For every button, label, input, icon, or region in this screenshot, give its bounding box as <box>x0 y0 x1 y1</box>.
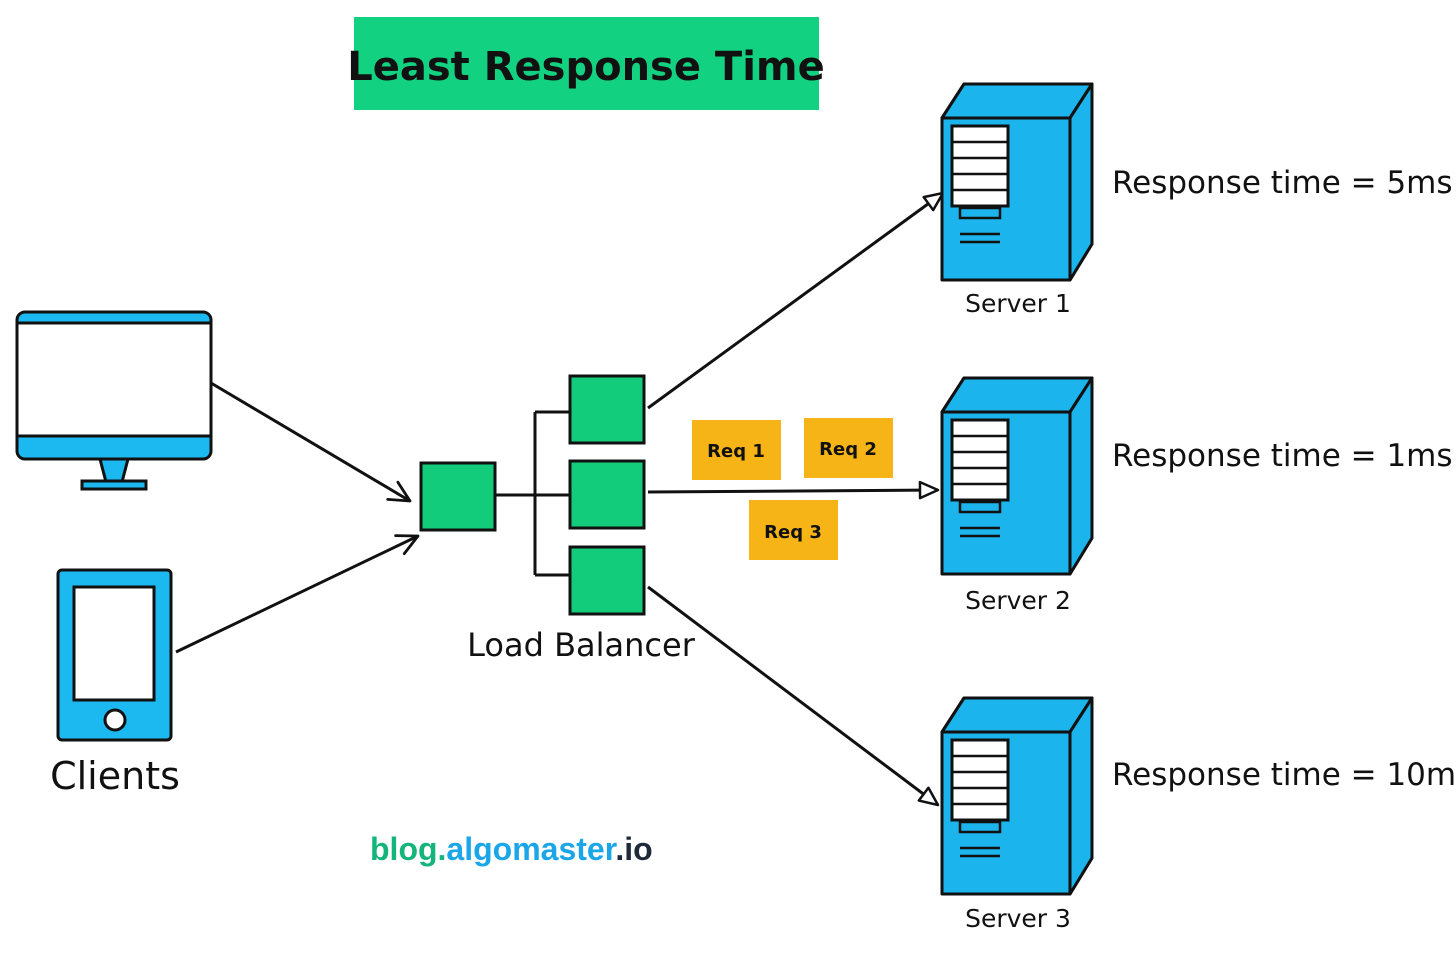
server-2 <box>940 376 1094 576</box>
svg-text:Req 2: Req 2 <box>819 439 877 460</box>
server-1 <box>940 82 1094 282</box>
clients-label: Clients <box>50 754 180 798</box>
server-1-response: Response time = 5ms <box>1112 165 1453 201</box>
lb-to-server1-arrow <box>647 191 945 410</box>
phone-to-lb-arrow <box>175 534 420 654</box>
server-2-label: Server 2 <box>965 586 1071 615</box>
monitor-icon <box>15 310 213 491</box>
watermark-part-1: blog. <box>370 831 446 867</box>
phone-icon <box>56 568 173 742</box>
watermark-part-2: algomaster <box>446 831 616 867</box>
request-badge-3: Req 3 <box>749 500 838 560</box>
request-badge-2: Req 2 <box>804 418 893 478</box>
server-3-response: Response time = 10ms <box>1112 757 1456 793</box>
lb-to-server2-arrow <box>647 480 940 500</box>
svg-text:Req 1: Req 1 <box>707 441 765 462</box>
load-balancer-label: Load Balancer <box>467 626 696 664</box>
lb-main-box <box>419 461 497 532</box>
load-balancer <box>419 374 646 616</box>
title-badge: Least Response Time <box>347 17 825 110</box>
server-1-label: Server 1 <box>965 289 1071 318</box>
monitor-to-lb-arrow <box>210 381 412 503</box>
diagram-title: Least Response Time <box>347 44 824 90</box>
lb-node-1 <box>568 374 646 445</box>
watermark-part-3: .io <box>615 831 652 867</box>
lb-node-2 <box>568 459 646 530</box>
server-3-label: Server 3 <box>965 904 1071 933</box>
watermark: blog.algomaster.io <box>370 831 653 867</box>
request-badge-1: Req 1 <box>692 420 781 480</box>
svg-text:Req 3: Req 3 <box>764 522 822 543</box>
lb-node-3 <box>568 545 646 616</box>
lb-to-server3-arrow <box>647 585 940 807</box>
server-2-response: Response time = 1ms <box>1112 438 1453 474</box>
server-3 <box>940 696 1094 896</box>
